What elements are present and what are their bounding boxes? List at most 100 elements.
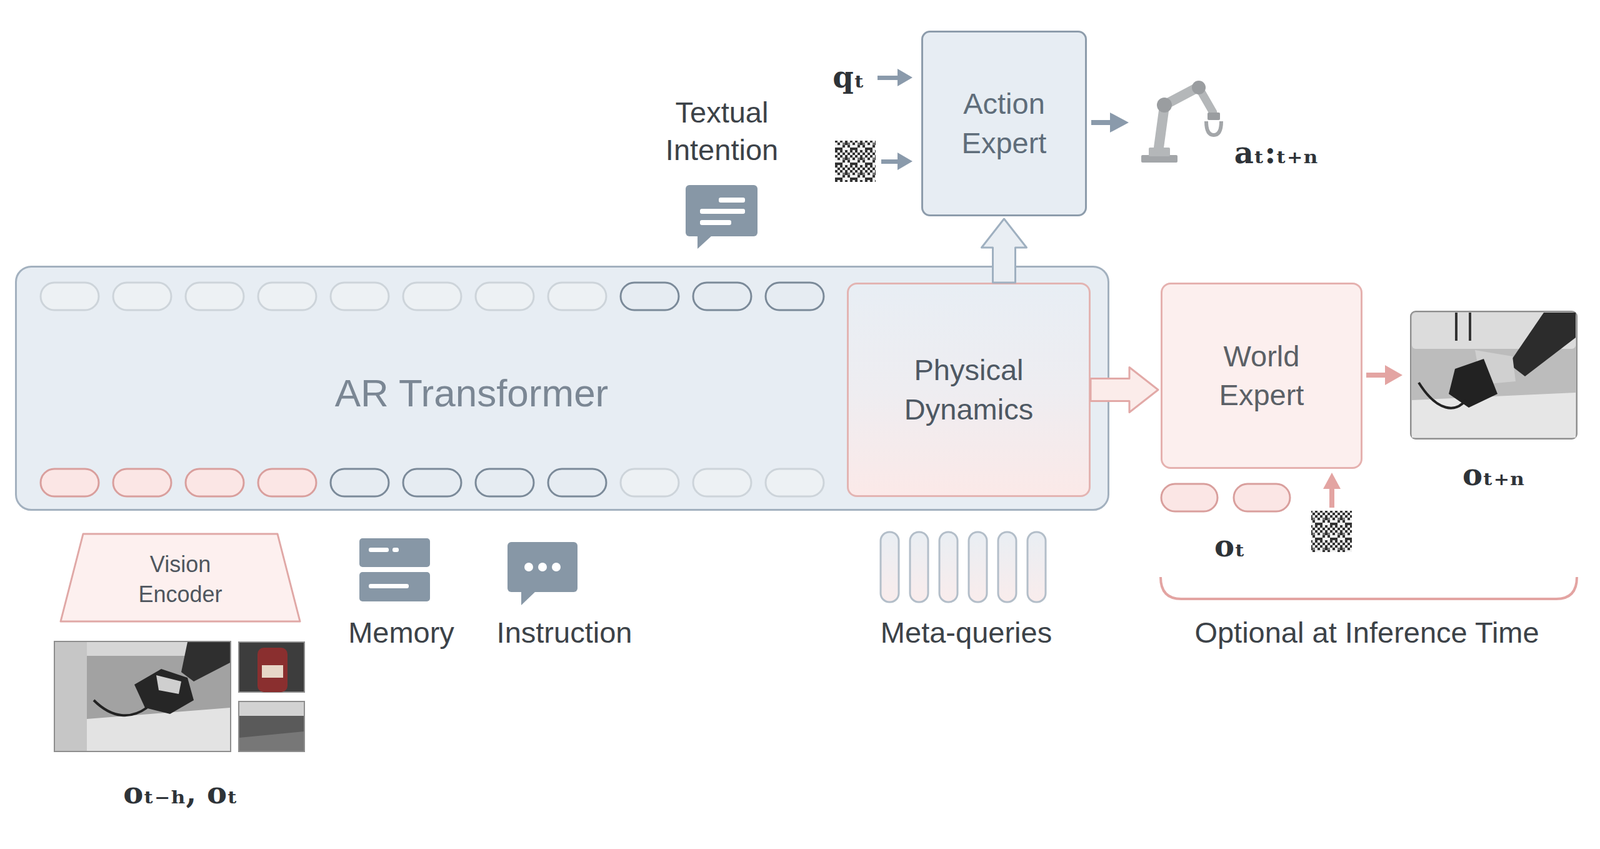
token-row <box>40 282 824 310</box>
token-row <box>693 282 752 310</box>
input-arrow <box>877 68 913 170</box>
input-arrow <box>877 75 899 80</box>
token-row <box>40 282 99 310</box>
instruction-icon <box>521 590 537 605</box>
label-holder: qₜ <box>832 58 865 97</box>
instruction-icon <box>507 541 578 605</box>
token-row <box>620 282 679 310</box>
annotation: Optional at Inference Time <box>1194 613 1539 652</box>
label-holder: aₜ:ₜ₊ₙ <box>1234 133 1319 172</box>
camera-image <box>156 675 182 694</box>
annotation: Textual Intention <box>628 93 816 169</box>
math-symbol: qₜ <box>832 58 865 97</box>
token-row <box>113 468 172 497</box>
chat-icon <box>718 197 745 203</box>
meta-query-token <box>939 531 958 602</box>
chat-icon <box>685 185 758 237</box>
input-arrow <box>897 152 913 170</box>
label-holder: Textual Intention <box>628 93 816 169</box>
camera-image <box>93 700 147 715</box>
predicted-image <box>1410 311 1577 439</box>
label-holder: Memory <box>348 613 455 652</box>
math-symbol: oₜ <box>1214 526 1246 565</box>
bracket <box>1160 576 1577 599</box>
camera-image <box>239 701 304 716</box>
token-row <box>765 468 824 497</box>
instruction-icon <box>507 541 578 592</box>
token-row <box>403 282 462 310</box>
instruction-icon <box>551 562 561 572</box>
memory-icon <box>392 547 399 552</box>
chat-icon <box>700 208 745 214</box>
token <box>1161 483 1290 512</box>
math-symbol: aₜ:ₜ₊ₙ <box>1234 133 1319 172</box>
node-label: Physical Dynamics <box>890 350 1047 429</box>
robot-arm-icon <box>1206 121 1222 135</box>
hollow-arrow <box>1090 367 1159 413</box>
dynamics-box: Physical Dynamics <box>846 282 1091 497</box>
input-label: Instruction <box>496 613 633 652</box>
output-arrow <box>1110 112 1129 133</box>
token-row <box>765 282 824 310</box>
camera-image <box>86 707 230 751</box>
camera-image <box>86 641 230 751</box>
meta-query-token <box>968 531 987 602</box>
meta-query-token <box>998 531 1017 602</box>
instruction-icon <box>524 562 534 572</box>
predicted-image <box>1468 312 1472 341</box>
output-arrow <box>1366 365 1403 385</box>
memory-icon <box>359 538 430 602</box>
encoder-trapezoid: Vision Encoder <box>59 532 302 623</box>
label-holder: oₜ₊ₙ <box>1462 455 1525 494</box>
token-row <box>330 282 389 310</box>
expert-box: Action Expert <box>921 30 1087 217</box>
trapezoid-shape <box>60 533 300 622</box>
predicted-image <box>1448 358 1498 408</box>
token-row <box>185 468 244 497</box>
noise-square <box>1311 510 1352 552</box>
math-symbol: oₜ₊ₙ <box>1462 455 1525 494</box>
chat-icon <box>697 235 713 249</box>
camera-image <box>261 665 284 678</box>
predicted-image <box>1410 311 1577 439</box>
label-holder: Instruction <box>496 613 633 652</box>
label-holder: Meta-queries <box>880 613 1052 652</box>
chat-icon <box>685 185 758 249</box>
output-arrow <box>1091 120 1112 125</box>
node-label: World Expert <box>1199 336 1325 415</box>
node-label: Action Expert <box>938 84 1070 162</box>
instruction-icon <box>538 562 547 572</box>
predicted-image <box>1455 312 1458 341</box>
camera-image <box>134 668 194 714</box>
camera-image <box>238 641 305 692</box>
trapezoid-outline <box>59 532 302 623</box>
token-row <box>620 468 679 497</box>
meta-query-token <box>880 531 1046 602</box>
hollow-arrow <box>981 218 1027 283</box>
math-symbol: oₜ₋ₕ, oₜ <box>123 773 238 812</box>
token <box>1161 483 1218 512</box>
expert-box: World Expert <box>1160 282 1363 469</box>
token-row <box>403 468 462 497</box>
input-arrow <box>1323 472 1341 489</box>
chat-icon <box>700 220 732 225</box>
camera-image <box>54 641 231 752</box>
label-holder: oₜ <box>1214 526 1246 565</box>
input-label: Memory <box>348 613 455 652</box>
memory-icon <box>359 538 430 567</box>
input-arrow <box>1323 472 1341 508</box>
token-row <box>475 468 534 497</box>
output-arrow <box>1091 112 1129 133</box>
token-row <box>475 282 534 310</box>
token-row <box>113 282 172 310</box>
label-holder: Optional at Inference Time <box>1194 613 1539 652</box>
token-row <box>258 468 317 497</box>
token-row <box>40 468 99 497</box>
robot-arm-icon <box>1156 97 1172 113</box>
node-label: AR Transformer <box>335 367 609 419</box>
token-row <box>548 468 607 497</box>
camera-image <box>257 647 288 692</box>
token <box>1233 483 1290 512</box>
token-row <box>185 282 244 310</box>
